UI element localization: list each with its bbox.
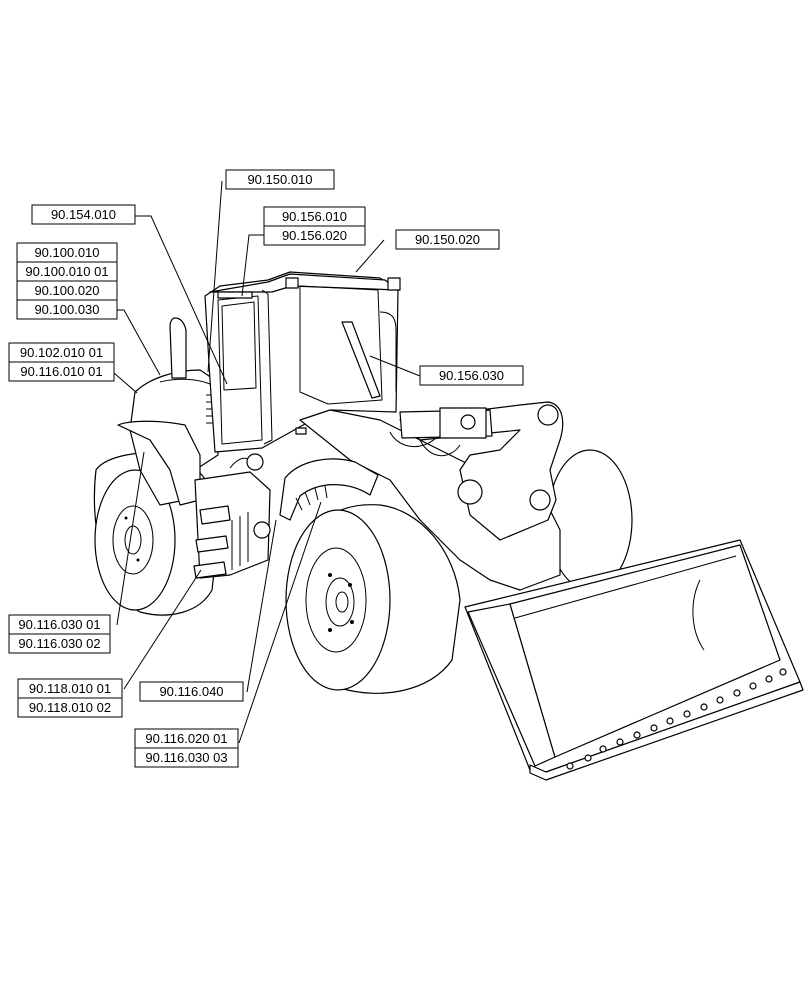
front-bucket (464, 539, 804, 781)
callout-part-number: 90.102.010 01 (20, 345, 103, 360)
callout-part-number: 90.116.030 01 (18, 617, 100, 632)
leader-c10 (246, 519, 277, 693)
callout-box (31, 204, 136, 225)
leader-c3 (241, 234, 264, 297)
callout-box (139, 681, 244, 702)
operator-cab (204, 271, 401, 453)
callout-c3: 90.156.010 90.156.020 (263, 206, 366, 246)
rear-chassis (117, 317, 219, 506)
leader-c4 (355, 239, 385, 273)
callout-part-number: 90.116.020 01 (145, 731, 227, 746)
callout-c7: 90.156.030 (419, 365, 524, 386)
leader-c9 (123, 569, 202, 690)
callout-c5: 90.100.010 90.100.010 01 90.100.020 90.100.… (16, 242, 118, 320)
callout-c6: 90.102.010 01 90.116.010 01 (8, 342, 115, 382)
leader-c6 (113, 372, 138, 394)
callout-part-number: 90.100.010 01 (25, 264, 108, 279)
bucket-bolts (566, 668, 787, 770)
callout-part-number: 90.116.030 03 (145, 750, 227, 765)
callout-part-number: 90.156.030 (439, 368, 504, 383)
leader-c7 (369, 355, 421, 377)
front-left-wheel (285, 504, 461, 694)
callout-part-number: 90.118.010 01 (29, 681, 111, 696)
leader-c2 (135, 215, 228, 385)
callout-box (263, 225, 366, 246)
callout-box (419, 365, 524, 386)
callout-part-number: 90.116.040 (159, 684, 223, 699)
leader-c5 (117, 309, 161, 376)
front-fender (279, 458, 379, 521)
callout-part-number: 90.156.010 (282, 209, 347, 224)
callout-c10: 90.116.040 (139, 681, 244, 702)
callout-part-number: 90.150.010 (247, 172, 312, 187)
leader-c1 (207, 180, 223, 373)
callout-box (134, 747, 239, 768)
callout-part-number: 90.150.020 (415, 232, 480, 247)
callout-box (225, 169, 335, 190)
callout-part-number: 90.116.030 02 (18, 636, 100, 651)
callout-box (17, 697, 123, 718)
leader-c11 (238, 501, 322, 744)
callout-part-number: 90.154.010 (51, 207, 116, 222)
callout-box (8, 633, 111, 654)
callout-part-number: 90.156.020 (282, 228, 347, 243)
callout-c11: 90.116.020 01 90.116.030 03 (134, 728, 239, 768)
callout-box (395, 229, 500, 250)
callout-c1: 90.150.010 (225, 169, 335, 190)
callout-labels: 90.150.010 90.154.010 90.156.010 90.156.020… (8, 169, 524, 768)
callout-c9: 90.118.010 01 90.118.010 02 (17, 678, 123, 718)
callout-part-number: 90.100.010 (34, 245, 99, 260)
front-frame-and-arms (299, 401, 564, 591)
callout-part-number: 90.100.030 (34, 302, 99, 317)
callout-part-number: 90.100.020 (34, 283, 99, 298)
leader-c8 (116, 451, 145, 626)
callout-c4: 90.150.020 (395, 229, 500, 250)
steps-and-ladder (193, 453, 271, 579)
wheel-loader-illustration (93, 271, 804, 781)
callout-c8: 90.116.030 01 90.116.030 02 (8, 614, 111, 654)
callout-leader-lines (113, 180, 421, 744)
callout-box (16, 299, 118, 320)
callout-c2: 90.154.010 (31, 204, 136, 225)
callout-part-number: 90.116.010 01 (20, 364, 102, 379)
callout-box (8, 361, 115, 382)
callout-part-number: 90.118.010 02 (29, 700, 111, 715)
